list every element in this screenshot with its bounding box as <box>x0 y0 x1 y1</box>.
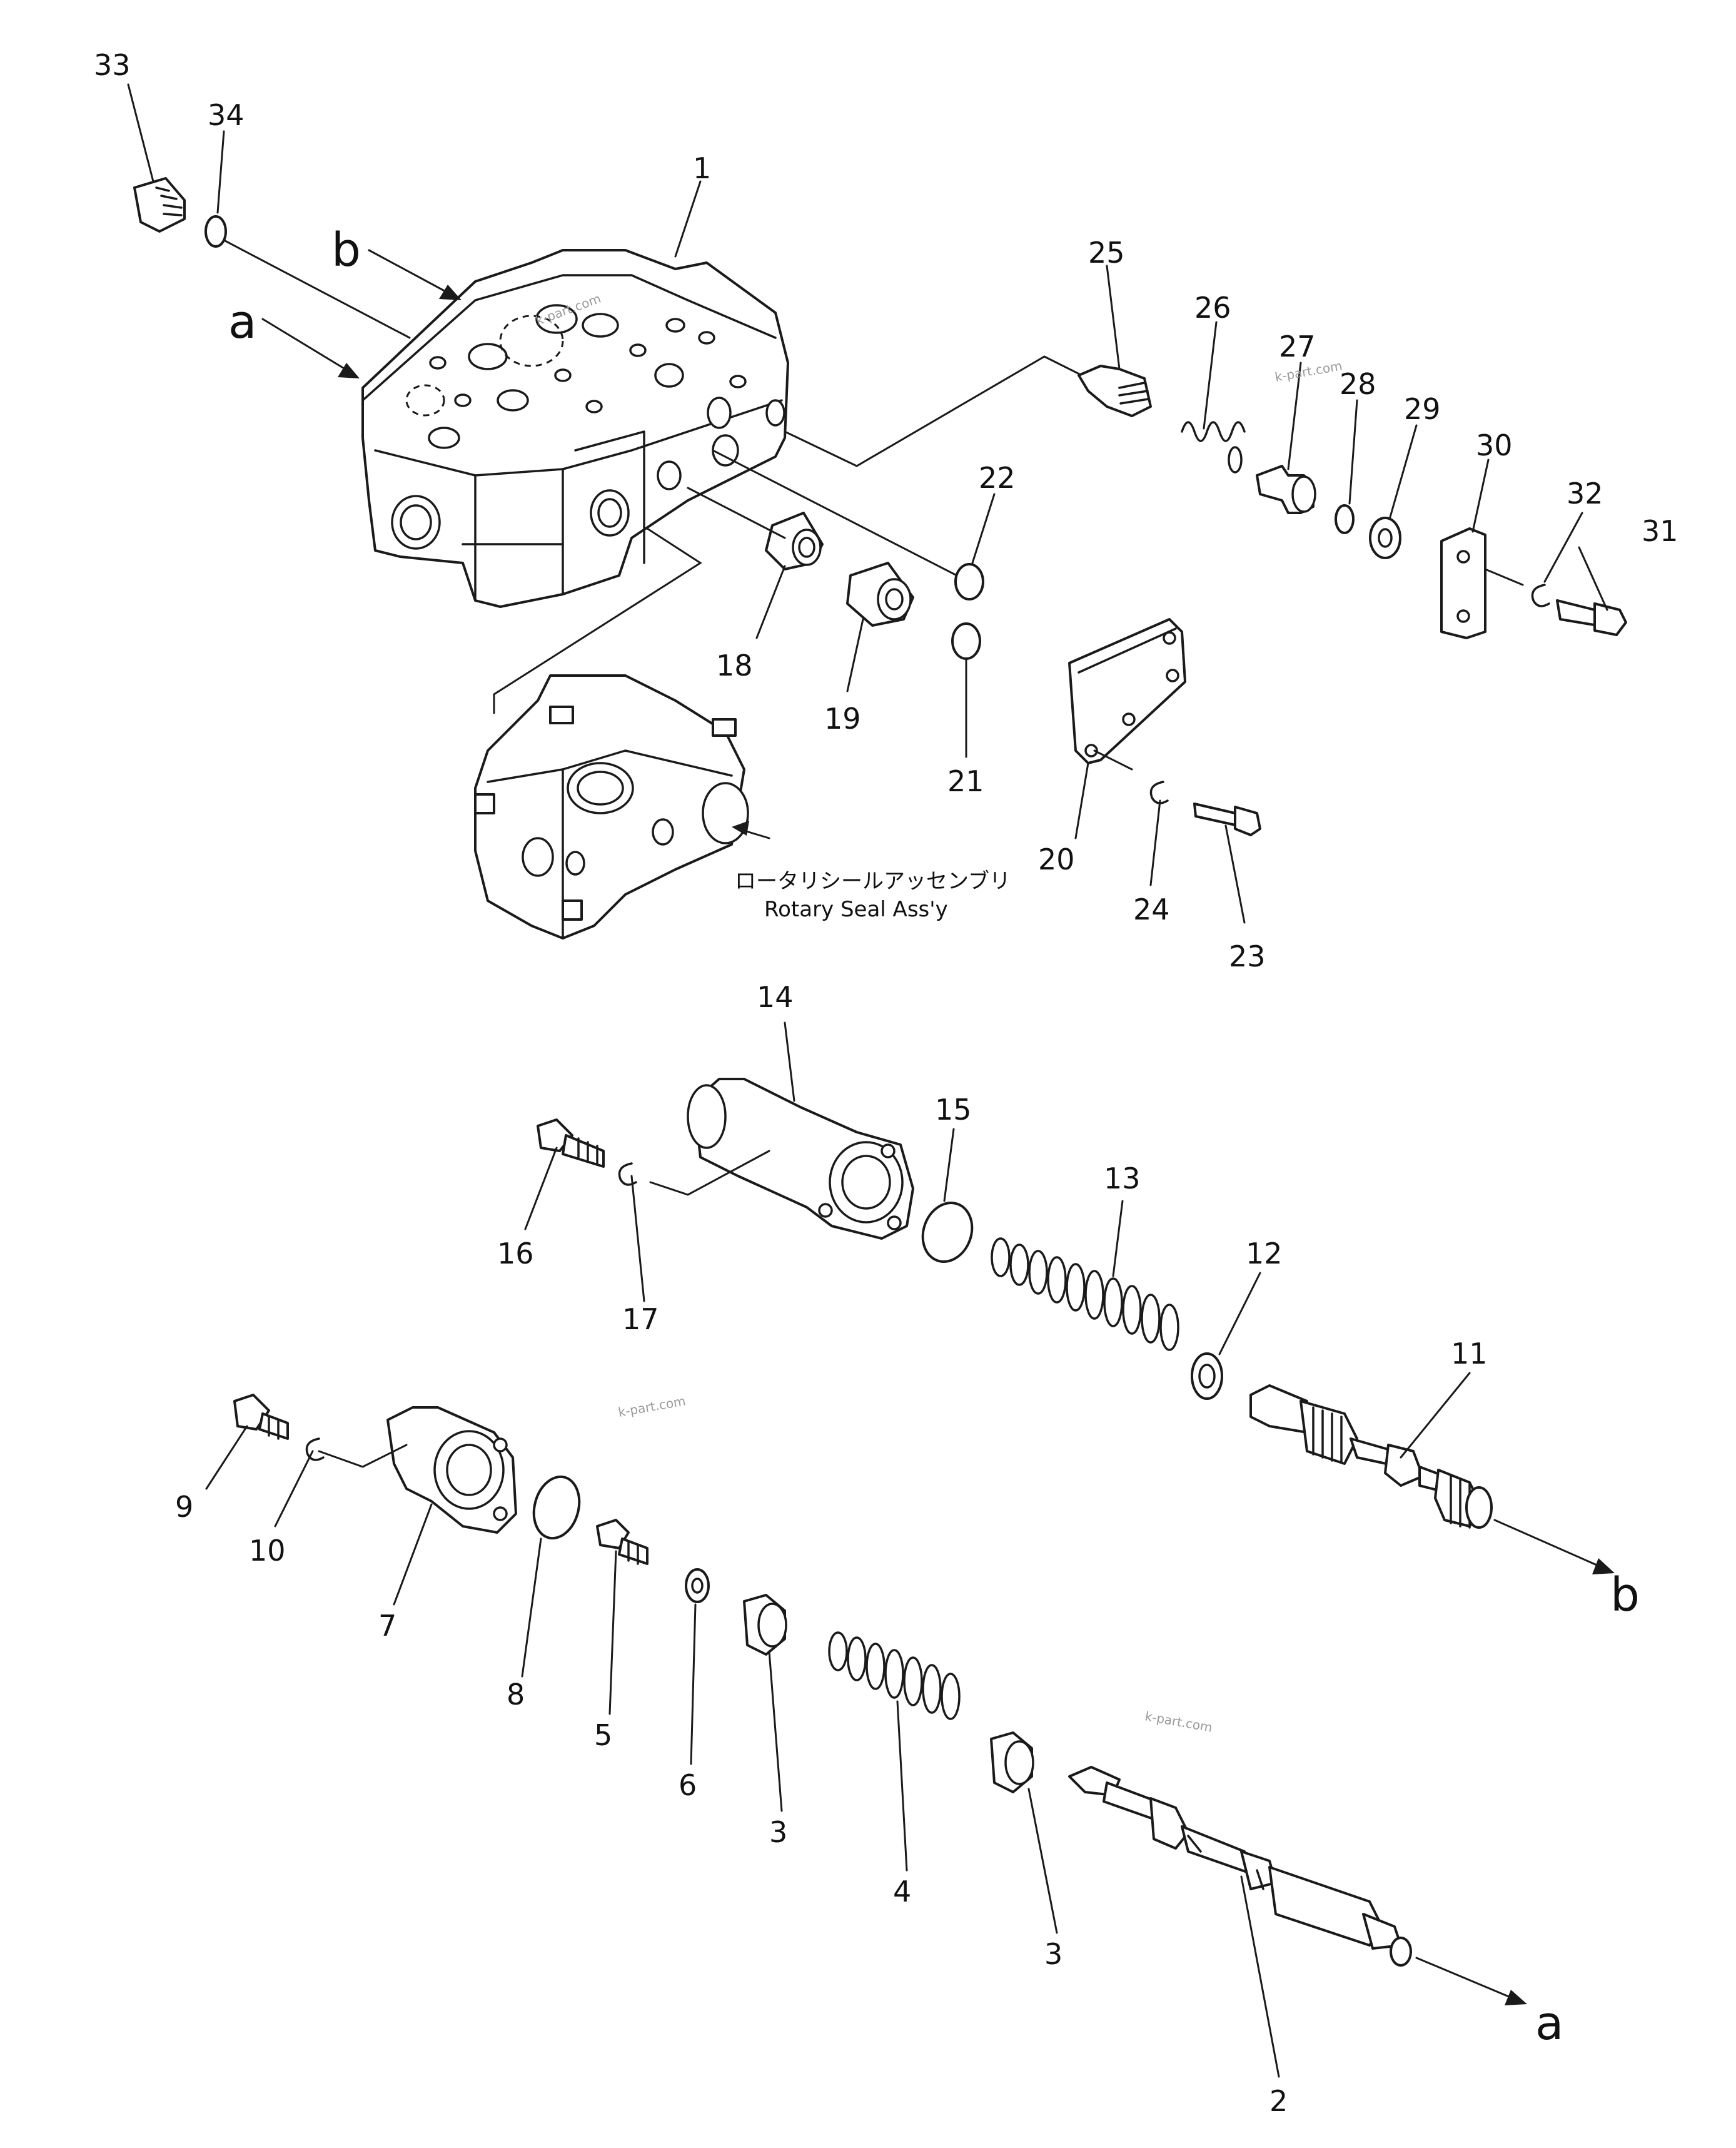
o-ring <box>1335 504 1355 534</box>
reference-letter-b-bottom: b <box>1610 1568 1640 1622</box>
callout-8: 8 <box>507 1678 525 1711</box>
rotary-seal-label-jp: ロータリシールアッセンブリ <box>735 869 1011 894</box>
o-ring <box>951 622 981 660</box>
callout-4: 4 <box>893 1875 911 1908</box>
poppet <box>1256 465 1316 514</box>
callout-5: 5 <box>594 1718 612 1752</box>
spring-seat <box>990 1731 1034 1793</box>
sleeve <box>765 512 824 570</box>
reference-arrow-a-top <box>261 318 360 378</box>
callout-32: 32 <box>1567 477 1603 510</box>
callout-33: 33 <box>94 48 131 82</box>
reference-letter-a-top: a <box>228 295 256 349</box>
rotary-seal-assembly <box>474 674 749 940</box>
spring <box>991 1237 1179 1351</box>
cover-bolt-guide <box>1093 749 1133 771</box>
callout-20: 20 <box>1038 843 1075 876</box>
callout-2: 2 <box>1269 2084 1288 2118</box>
callout-27: 27 <box>1279 330 1316 363</box>
spring-washer <box>618 1162 637 1186</box>
bolt <box>537 1118 605 1168</box>
relief-bolt-guide <box>1484 568 1524 586</box>
reference-letter-a-bottom: a <box>1535 1997 1563 2050</box>
callout-1: 1 <box>693 151 711 185</box>
case-bolt-guide <box>649 1150 770 1196</box>
callout-21: 21 <box>947 764 984 798</box>
body-to-seal-connector <box>493 527 702 714</box>
cover-plate <box>1068 618 1186 764</box>
spring-case <box>687 1078 914 1240</box>
bolt <box>1193 803 1261 836</box>
callout-24: 24 <box>1133 893 1170 926</box>
callout-26: 26 <box>1194 291 1231 325</box>
relief-plug <box>1077 365 1152 417</box>
o-ring <box>954 563 984 600</box>
washer-hole <box>691 1578 704 1594</box>
rotary-seal-pointer-head <box>732 821 749 836</box>
callout-29: 29 <box>1404 392 1441 426</box>
reference-arrow-b-top <box>368 249 462 300</box>
callout-25: 25 <box>1088 236 1125 270</box>
watermark: k-part.com <box>617 1393 687 1420</box>
spring-seat <box>743 1594 787 1656</box>
callout-18: 18 <box>716 649 753 682</box>
o-ring <box>921 1202 974 1263</box>
callout-9: 9 <box>175 1490 193 1524</box>
reference-letter-b-top: b <box>331 223 361 277</box>
valve-port-guide <box>712 449 958 577</box>
reference-arrow-b-bottom <box>1493 1519 1615 1574</box>
spring-washer <box>1149 781 1169 804</box>
callout-19: 19 <box>824 702 861 736</box>
callout-11: 11 <box>1451 1337 1488 1370</box>
callout-3b: 3 <box>1044 1937 1062 1971</box>
spring-case <box>386 1406 517 1534</box>
watermark: k-part.com <box>1144 1708 1213 1735</box>
valve-port-guide <box>687 487 786 539</box>
callout-leaders <box>127 83 1608 2078</box>
o-ring <box>532 1475 581 1540</box>
callout-23: 23 <box>1229 940 1266 973</box>
callout-3a: 3 <box>769 1815 787 1849</box>
o-ring <box>204 215 227 248</box>
washer-hole <box>1198 1364 1216 1389</box>
bolt <box>1556 599 1627 636</box>
callout-17: 17 <box>622 1302 659 1336</box>
relief-port-guide <box>784 355 1083 467</box>
callout-6: 6 <box>679 1768 697 1802</box>
spring <box>828 1631 961 1720</box>
callout-22: 22 <box>979 461 1016 495</box>
spring <box>1181 421 1246 474</box>
reference-arrow-a-bottom <box>1415 1957 1527 2005</box>
spring-washer <box>1531 584 1550 607</box>
plug-to-body-guide <box>224 240 411 339</box>
callout-12: 12 <box>1246 1237 1283 1270</box>
callout-28: 28 <box>1340 367 1376 401</box>
spool-assembly <box>1249 1384 1493 1529</box>
bolt <box>233 1394 289 1440</box>
spring-washer <box>305 1437 325 1461</box>
case-bolt-guide <box>318 1444 408 1468</box>
sleeve <box>846 562 914 627</box>
retainer-plate <box>1440 527 1486 639</box>
callout-34: 34 <box>208 98 245 132</box>
callout-30: 30 <box>1476 428 1513 462</box>
rotary-seal-label-en: Rotary Seal Ass'y <box>764 897 948 922</box>
callout-7: 7 <box>378 1609 396 1643</box>
spool <box>1068 1766 1412 1967</box>
callout-10: 10 <box>249 1534 286 1568</box>
callout-13: 13 <box>1104 1162 1141 1195</box>
valve-body <box>361 249 789 608</box>
callout-16: 16 <box>497 1237 534 1270</box>
callout-14: 14 <box>757 980 794 1014</box>
callout-31: 31 <box>1642 514 1678 548</box>
plug <box>596 1519 648 1565</box>
callout-15: 15 <box>935 1093 972 1127</box>
washer-hole <box>1378 528 1393 548</box>
plug <box>133 177 186 233</box>
